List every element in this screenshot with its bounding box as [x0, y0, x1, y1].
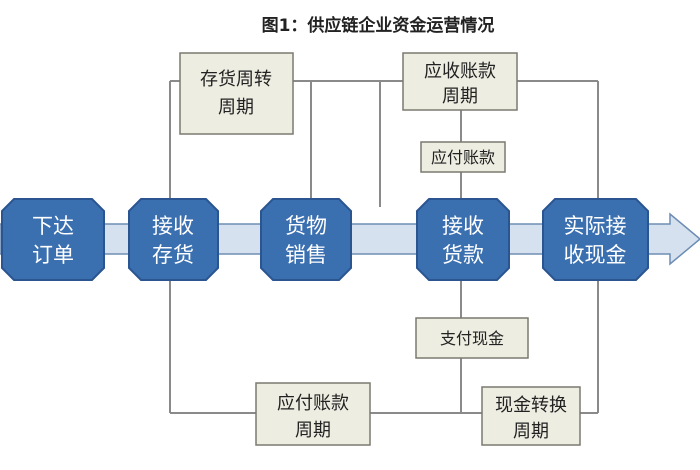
svg-text:周期: 周期 — [513, 421, 549, 442]
svg-text:接收: 接收 — [442, 214, 484, 238]
cash-conversion-period-box: 现金转换 周期 — [481, 386, 581, 446]
inventory-turnover-period-box: 存货周转 周期 — [179, 52, 294, 135]
node-receive-payment: 接收 货款 — [416, 198, 510, 281]
svg-text:应付账款: 应付账款 — [277, 393, 349, 414]
accounts-payable-marker-box: 应付账款 — [420, 141, 506, 173]
svg-text:存货周转: 存货周转 — [200, 69, 272, 90]
node-place-order: 下达 订单 — [1, 198, 105, 281]
payables-period-box: 应付账款 周期 — [255, 382, 371, 446]
svg-text:货款: 货款 — [442, 243, 484, 267]
svg-text:支付现金: 支付现金 — [440, 329, 504, 348]
svg-text:周期: 周期 — [295, 420, 331, 441]
svg-text:订单: 订单 — [32, 243, 74, 267]
node-goods-sales: 货物 销售 — [260, 198, 352, 281]
svg-text:周期: 周期 — [218, 97, 254, 118]
svg-text:应收账款: 应收账款 — [424, 61, 496, 82]
svg-text:实际接: 实际接 — [564, 214, 627, 238]
svg-text:下达: 下达 — [32, 214, 74, 238]
svg-text:现金转换: 现金转换 — [495, 395, 567, 416]
node-receive-inventory: 接收 存货 — [128, 198, 219, 281]
svg-text:销售: 销售 — [285, 243, 327, 267]
receivables-period-box: 应收账款 周期 — [402, 52, 518, 111]
node-actual-cash-received: 实际接 收现金 — [542, 198, 649, 281]
svg-text:接收: 接收 — [152, 214, 194, 238]
svg-text:应付账款: 应付账款 — [431, 148, 495, 167]
svg-text:存货: 存货 — [152, 243, 194, 267]
pay-cash-marker-box: 支付现金 — [415, 317, 529, 359]
svg-text:收现金: 收现金 — [564, 243, 627, 267]
svg-text:货物: 货物 — [285, 214, 327, 238]
diagram-title: 图1：供应链企业资金运营情况 — [262, 15, 495, 36]
svg-text:周期: 周期 — [442, 86, 478, 107]
